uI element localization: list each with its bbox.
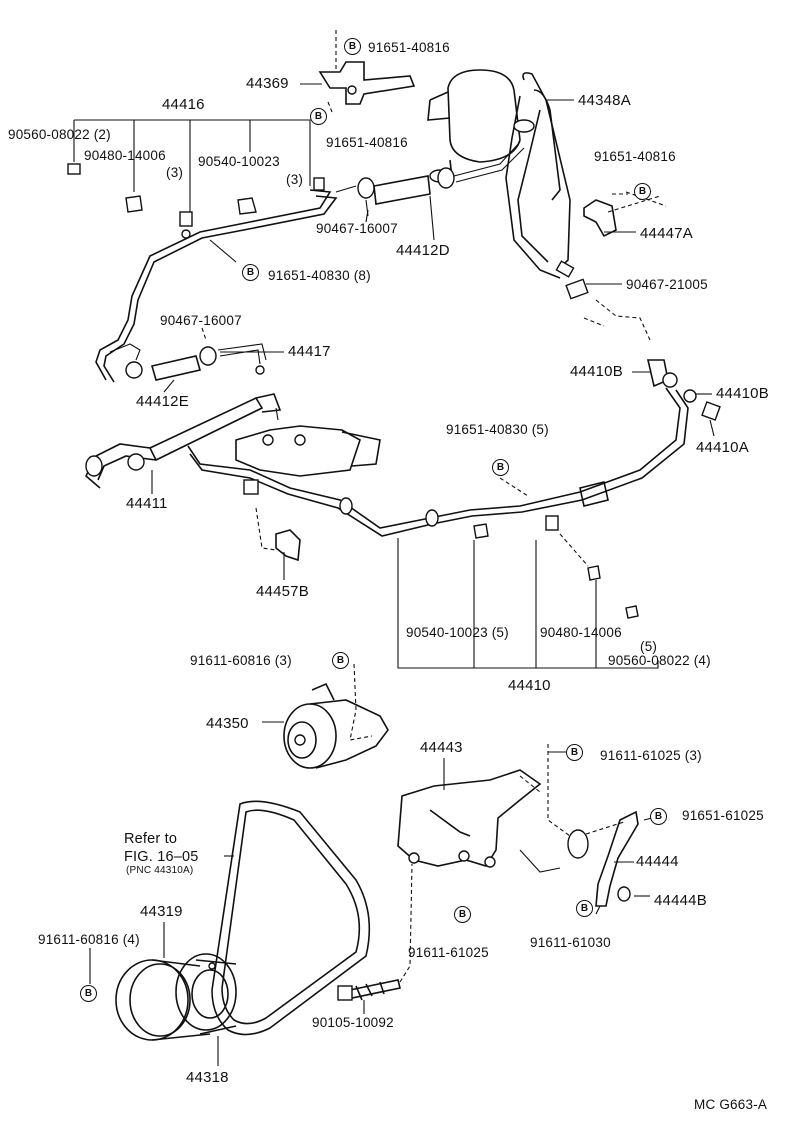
bolt-marker: B xyxy=(310,108,327,125)
part-label-91611-60816: 91611-60816 (3) xyxy=(190,653,292,668)
part-label-44410A: 44410A xyxy=(696,439,749,456)
part-label-90560-08022: 90560-08022 (4) xyxy=(608,653,711,668)
part-label-44410: 44410 xyxy=(508,677,551,694)
pulley-44319 xyxy=(115,922,237,1066)
part-label-90467-16007: 90467-16007 xyxy=(160,313,242,328)
part-label-90480-14006: 90480-14006 xyxy=(540,625,622,640)
hose-44412E xyxy=(150,343,267,381)
reference-figure: FIG. 16–05 xyxy=(124,849,199,865)
part-label-91611-60816: 91611-60816 (4) xyxy=(38,932,140,947)
quantity-label: (5) xyxy=(640,639,658,654)
part-label-44410B: 44410B xyxy=(716,385,769,402)
part-label-91651-40816: 91651-40816 xyxy=(326,135,408,150)
line-44410 xyxy=(187,387,689,619)
bracket-44369 xyxy=(318,30,416,113)
bolt-marker: B xyxy=(80,985,97,1002)
part-label-44318: 44318 xyxy=(186,1069,229,1086)
bracket-44457B xyxy=(255,507,301,562)
reference-note: Refer to xyxy=(124,831,178,847)
part-label-44410B: 44410B xyxy=(570,363,623,380)
bolt-marker: B xyxy=(634,183,651,200)
part-label-91611-61025: 91611-61025 (3) xyxy=(600,748,702,763)
bracket-44443 xyxy=(397,744,589,873)
part-label-91651-61025: 91651-61025 xyxy=(682,808,764,823)
line-44416 xyxy=(95,177,357,383)
drive-belt xyxy=(211,800,371,1036)
line-44411 xyxy=(85,393,282,489)
union-44410B xyxy=(583,299,721,421)
bolt-marker: B xyxy=(332,652,349,669)
bolt-marker: B xyxy=(650,808,667,825)
part-label-91611-61025: 91611-61025 xyxy=(408,945,489,960)
figure-code: MC G663-A xyxy=(694,1097,768,1112)
part-label-91611-61030: 91611-61030 xyxy=(530,935,611,950)
part-label-44369: 44369 xyxy=(246,75,289,92)
part-label-91651-40830: 91651-40830 (5) xyxy=(446,422,549,437)
part-label-44417: 44417 xyxy=(288,343,331,360)
steering-gear xyxy=(235,425,381,477)
part-label-44412E: 44412E xyxy=(136,393,189,410)
part-label-90540-10023: 90540-10023 (5) xyxy=(406,625,509,640)
part-label-44411: 44411 xyxy=(126,495,168,512)
bolt-marker: B xyxy=(454,906,471,923)
part-label-90480-14006: 90480-14006 xyxy=(84,148,166,163)
quantity-label: (3) xyxy=(166,165,184,180)
part-label-44416: 44416 xyxy=(162,96,205,113)
part-label-44443: 44443 xyxy=(420,739,463,756)
part-label-91651-40816: 91651-40816 xyxy=(594,149,676,164)
bolt-marker: B xyxy=(492,459,509,476)
part-label-90467-16007: 90467-16007 xyxy=(316,221,398,236)
pump-44350 xyxy=(262,663,389,769)
part-label-44350: 44350 xyxy=(206,715,249,732)
part-label-44444B: 44444B xyxy=(654,892,707,909)
part-label-44319: 44319 xyxy=(140,903,183,920)
bolt-marker: B xyxy=(242,264,259,281)
bolt-90105-10092 xyxy=(337,863,413,1014)
hose-44348A xyxy=(505,72,575,279)
part-label-44348A: 44348A xyxy=(578,92,631,109)
part-label-44444: 44444 xyxy=(636,853,679,870)
part-label-44412D: 44412D xyxy=(396,242,450,259)
part-label-90467-21005: 90467-21005 xyxy=(626,277,708,292)
part-label-91651-40830: 91651-40830 (8) xyxy=(268,268,371,283)
reference-pnc: (PNC 44310A) xyxy=(126,865,194,876)
clamp-90467-21005 xyxy=(565,278,589,300)
part-label-90560-08022: 90560-08022 (2) xyxy=(8,127,111,142)
hose-44412D xyxy=(357,141,525,217)
part-label-91651-40816: 91651-40816 xyxy=(368,40,450,55)
bolt-marker: B xyxy=(566,744,583,761)
part-label-90540-10023: 90540-10023 xyxy=(198,154,280,169)
quantity-label: (3) xyxy=(286,172,304,187)
bar-44444 xyxy=(585,810,653,915)
bolt-marker: B xyxy=(344,38,361,55)
part-label-44457B: 44457B xyxy=(256,583,309,600)
bolt-marker: B xyxy=(576,900,593,917)
part-label-90105-10092: 90105-10092 xyxy=(312,1015,394,1030)
part-label-44447A: 44447A xyxy=(640,225,693,242)
